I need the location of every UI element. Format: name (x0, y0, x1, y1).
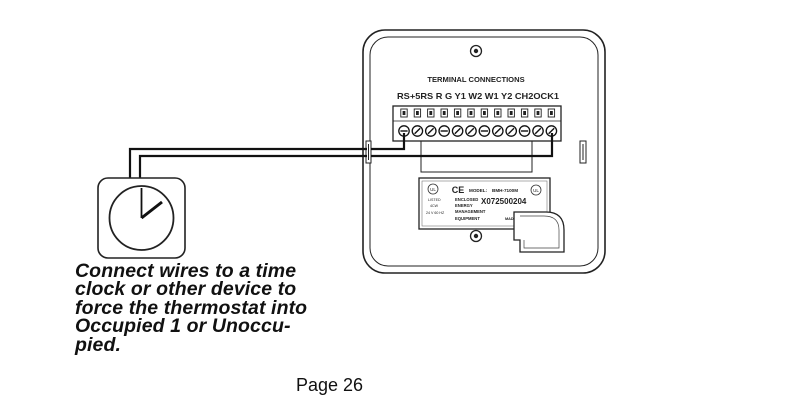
terminal-screw-r-icon (438, 125, 451, 137)
cert-mark-right-icon (530, 184, 542, 196)
terminal-slot-contact (402, 111, 406, 115)
terminal-labels: RS+5RS R G Y1 W2 W1 Y2 CH2OCK1 (397, 91, 559, 101)
mounting-hole-top (469, 44, 483, 58)
label-listed: LISTED (428, 198, 441, 202)
terminal-screw-y1-icon (465, 125, 477, 137)
wires (128, 133, 554, 178)
terminal-screw-2oc-icon (532, 125, 544, 137)
label-tab (513, 211, 565, 253)
label-management: MANAGEMENT (455, 209, 486, 214)
terminal-slot-contact (429, 111, 433, 115)
terminal-screw-y2-icon (505, 125, 518, 137)
label-equipment: EQUIPMENT (455, 216, 480, 221)
terminal-slot-contact (442, 111, 446, 115)
terminal-screw-w1-icon (491, 125, 504, 137)
cert-mark-right-text: UL (533, 188, 539, 193)
page-number: Page 26 (296, 375, 364, 395)
terminal-slot-contact (509, 111, 513, 115)
terminal-screw-k1-icon (545, 125, 558, 137)
cert-mark-left-text: UL (430, 187, 436, 192)
terminal-screw-5-icon (411, 125, 424, 137)
time-clock (97, 177, 186, 259)
terminal-slot-contact (456, 111, 459, 115)
caption-line: Connect wires to a time (75, 260, 297, 282)
model-value: BMH-7100M (492, 188, 518, 193)
label-voltage: 24 V 60 HZ (426, 211, 445, 215)
terminal-connections-title: TERMINAL CONNECTIONS (427, 75, 524, 84)
caption-line: pied. (75, 333, 122, 356)
caption-line: clock or other device to (75, 278, 297, 301)
label-listed-code: 4CW (430, 204, 439, 208)
wire-inner (138, 154, 367, 178)
mounting-hole-bottom (469, 229, 483, 243)
caption-line: force the thermostat into (75, 296, 308, 319)
terminal-slot-contact (496, 111, 500, 115)
ce-mark: CE (452, 185, 465, 195)
label-energy: ENERGY (455, 203, 473, 208)
terminal-slot-contact (416, 111, 419, 115)
terminal-slot-contact (523, 111, 526, 115)
caption-line: Occupied 1 or Unoccu- (75, 315, 291, 338)
terminal-slot-contact (550, 111, 553, 115)
cert-mark-left-icon (427, 183, 439, 195)
label-enclosed: ENCLOSED (455, 197, 478, 202)
clock-hand-minute (140, 200, 163, 220)
terminal-slot-contact (469, 111, 473, 115)
model-caption: MODEL: (469, 188, 488, 193)
label-serial: X072500204 (481, 197, 527, 206)
terminal-block (392, 105, 562, 142)
wire-outer (128, 147, 367, 178)
terminal-screw-ch-icon (518, 125, 531, 137)
wiring-instruction-caption: Connect wires to a time clock or other d… (75, 260, 345, 356)
terminal-slot-contact (483, 111, 486, 115)
terminal-slot-contact (536, 111, 540, 115)
terminal-screw-w2-icon (478, 125, 491, 137)
terminal-screw-g-icon (451, 125, 464, 137)
thermostat-backplate: TERMINAL CONNECTIONS RS+5RS R G Y1 W2 W1… (362, 29, 606, 274)
terminal-screw-rs-icon (424, 125, 437, 137)
